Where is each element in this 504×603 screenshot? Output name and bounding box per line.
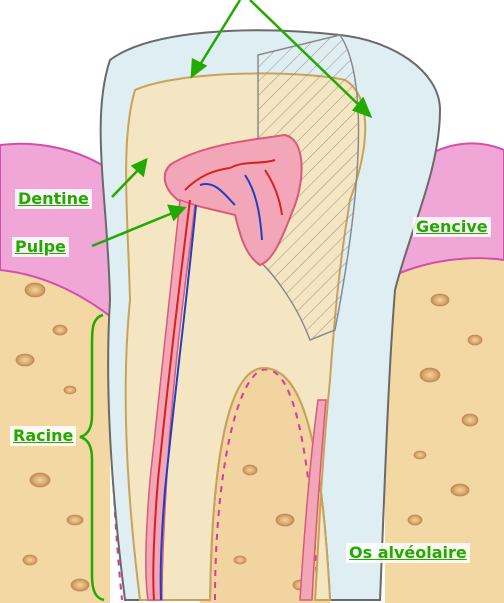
label-dentine: Dentine <box>15 189 92 209</box>
label-pulpe: Pulpe <box>12 237 69 257</box>
label-racine: Racine <box>10 426 76 446</box>
label-os-alveolaire: Os alvéolaire <box>346 543 470 563</box>
label-gencive: Gencive <box>413 217 491 237</box>
